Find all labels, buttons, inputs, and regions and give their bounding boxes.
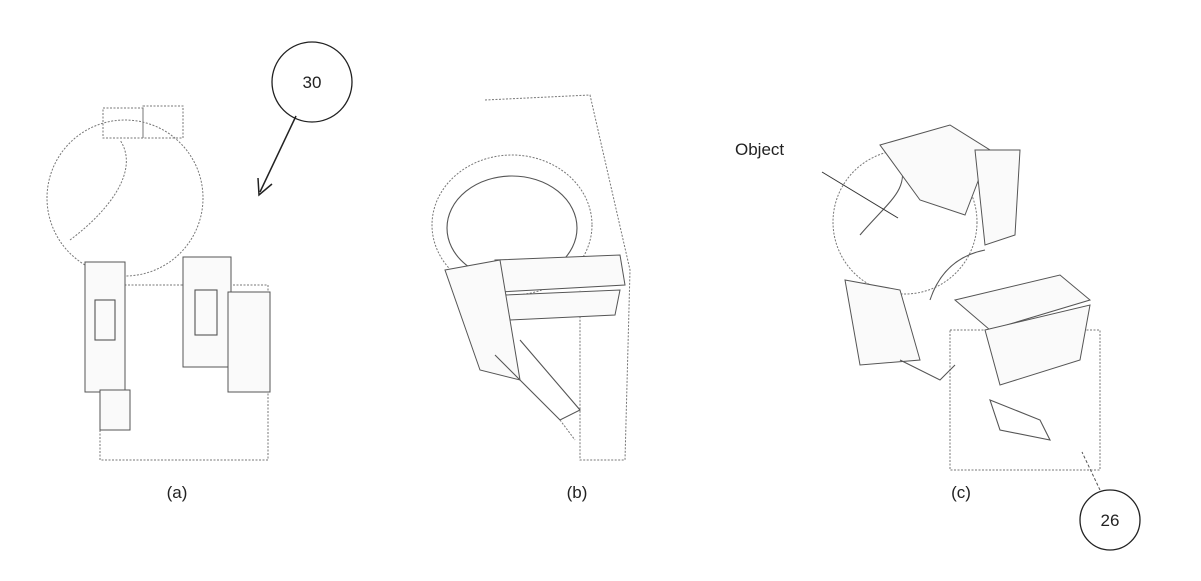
caption-a: (a) <box>167 483 188 502</box>
arrow-line <box>260 116 296 192</box>
object-label: Object <box>735 140 784 159</box>
caption-b: (b) <box>567 483 588 502</box>
panel-c-drawing <box>833 125 1100 470</box>
callout-30-text: 30 <box>303 73 322 92</box>
callout-26: 26 <box>1080 452 1140 550</box>
callout-26-leader <box>1082 452 1100 490</box>
panel-b-drawing <box>432 95 630 460</box>
panel-a-drawing <box>47 106 270 460</box>
callout-30: 30 <box>258 42 352 195</box>
object-leader-line <box>822 172 898 218</box>
callout-26-text: 26 <box>1101 511 1120 530</box>
caption-c: (c) <box>951 483 971 502</box>
object-callout: Object <box>735 140 898 218</box>
